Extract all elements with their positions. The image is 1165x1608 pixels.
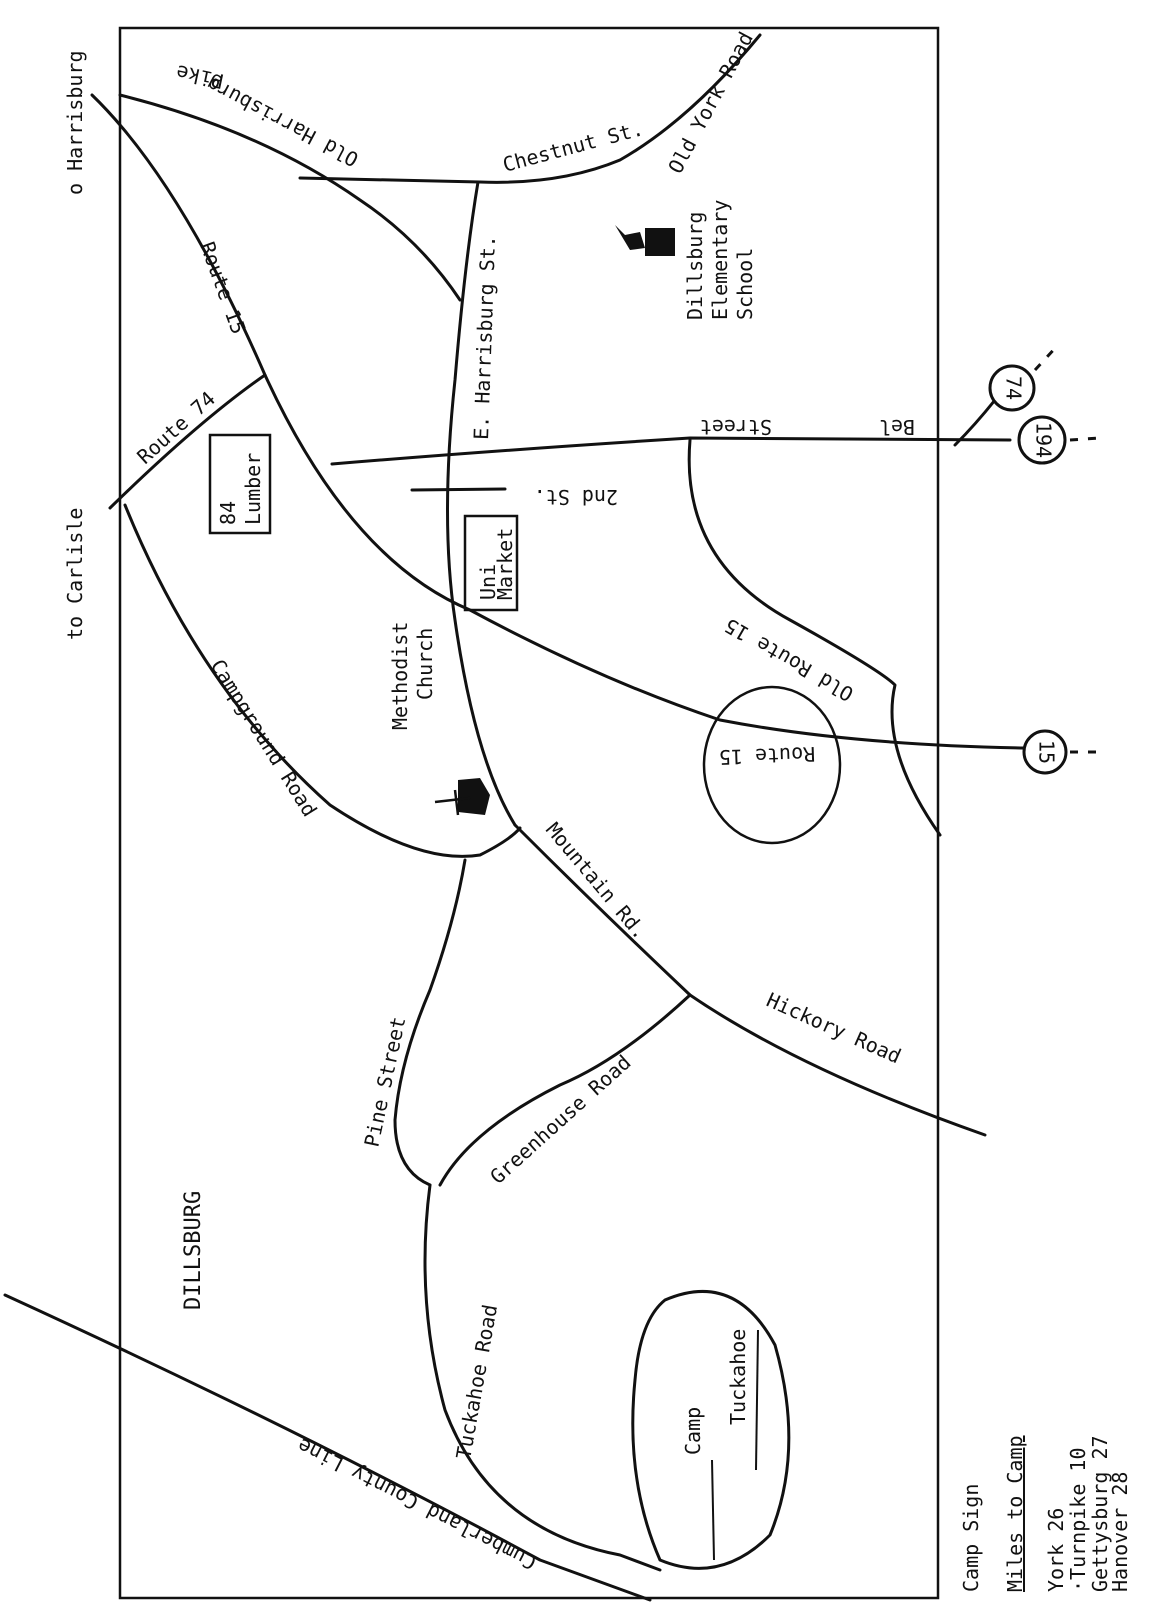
methodist-label-1: Methodist <box>388 622 412 730</box>
old-route-15-road <box>687 438 942 837</box>
uni-market-box <box>463 514 519 612</box>
dillsburg-label: DILLSBURG <box>181 1191 206 1310</box>
camp-underline-2 <box>755 1329 759 1471</box>
svg-text:74: 74 <box>1002 376 1026 400</box>
route-74-connector-road <box>953 398 997 447</box>
campground-road <box>123 503 522 858</box>
second-st-label: 2nd St. <box>534 485 618 509</box>
route-74-label: Route 74 <box>132 386 220 468</box>
e-harrisburg-st-road <box>446 180 517 827</box>
old-york-road-label: Old York Road <box>663 28 758 177</box>
legend-row-york: York 26 <box>1044 1508 1068 1592</box>
pine-street-road <box>393 858 467 1187</box>
old-harrisburg-pike-road <box>118 93 462 302</box>
mountain-rd-label: Mountain Rd. <box>541 818 652 944</box>
old-route-15-label: Old Route 15 <box>720 613 857 706</box>
methodist-label-2: Church <box>413 628 437 700</box>
school-label-2: Elementary <box>708 200 732 320</box>
county-line-label: Cumberland County Line <box>293 1433 540 1575</box>
school-label-3: School <box>733 248 757 320</box>
route-74-road <box>108 373 267 510</box>
lumber-label-1: 84 <box>216 501 240 525</box>
bell-street-road <box>330 436 1012 466</box>
uni-market-label-2: Market <box>493 528 517 600</box>
school-label-1: Dillsburg <box>683 212 707 320</box>
legend-row-hanover: Hanover 28 <box>1108 1472 1132 1592</box>
shield-dashes <box>1033 343 1101 754</box>
uni-market-label-1: Uni <box>476 564 500 600</box>
route-15-circle <box>702 685 842 845</box>
camp-underline-1 <box>711 1459 715 1561</box>
route-15-road <box>90 93 1027 750</box>
old-harrisburg-pike-label-2: Pike <box>174 60 226 93</box>
campground-road-label: Campground Road <box>206 655 322 821</box>
hickory-road-label: Hickory Road <box>763 988 905 1069</box>
route-15-circle-label: Route 15 <box>719 742 816 769</box>
lumber-label-2: Lumber <box>241 453 265 525</box>
church-cross-icon <box>434 778 490 816</box>
greenhouse-road-label: Greenhouse Road <box>485 1050 635 1189</box>
tuckahoe-road <box>423 1183 662 1572</box>
route-15-shield: 15 <box>1022 729 1068 775</box>
greenhouse-road <box>438 993 692 1187</box>
legend-row-gettysburg: Gettysburg 27 <box>1088 1435 1112 1592</box>
mountain-rd-road <box>513 823 987 1137</box>
old-harrisburg-pike-label-1: Old Harrisburg <box>202 71 362 171</box>
route-74-shield: 74 <box>988 364 1036 412</box>
e-harrisburg-st-label: E. Harrisburg St. <box>469 235 500 440</box>
camp-tuckahoe-boundary <box>631 1289 791 1570</box>
bell-street-label-2: Bel <box>879 415 915 439</box>
camp-label-1: Camp <box>681 1407 705 1455</box>
to-harrisburg-label: o Harrisburg <box>63 51 87 196</box>
to-carlisle-label: to Carlisle <box>63 508 87 640</box>
route-194-shield: 194 <box>1017 415 1067 465</box>
map-frame <box>118 26 940 1600</box>
county-line <box>3 1293 652 1602</box>
legend-row-turnpike: ·Turnpike 10 <box>1066 1448 1090 1593</box>
chestnut-st-road <box>298 33 762 184</box>
pine-street-label: Pine Street <box>359 1014 410 1149</box>
chestnut-st-label: Chestnut St. <box>500 116 646 177</box>
second-st-road <box>410 487 507 492</box>
route-15-top-label: Route 15 <box>195 239 250 338</box>
svg-text:194: 194 <box>1032 422 1056 458</box>
tuckahoe-road-label: Tuckahoe Road <box>451 1303 502 1461</box>
miles-to-camp-title: Miles to Camp <box>1003 1435 1027 1592</box>
svg-text:15: 15 <box>1035 740 1059 764</box>
camp-sign-label: Camp Sign <box>959 1484 983 1592</box>
bell-street-label-1: Street <box>700 415 772 439</box>
lumber-box <box>208 433 272 535</box>
camp-label-2: Tuckahoe <box>726 1329 750 1425</box>
school-building-icon <box>615 225 675 256</box>
